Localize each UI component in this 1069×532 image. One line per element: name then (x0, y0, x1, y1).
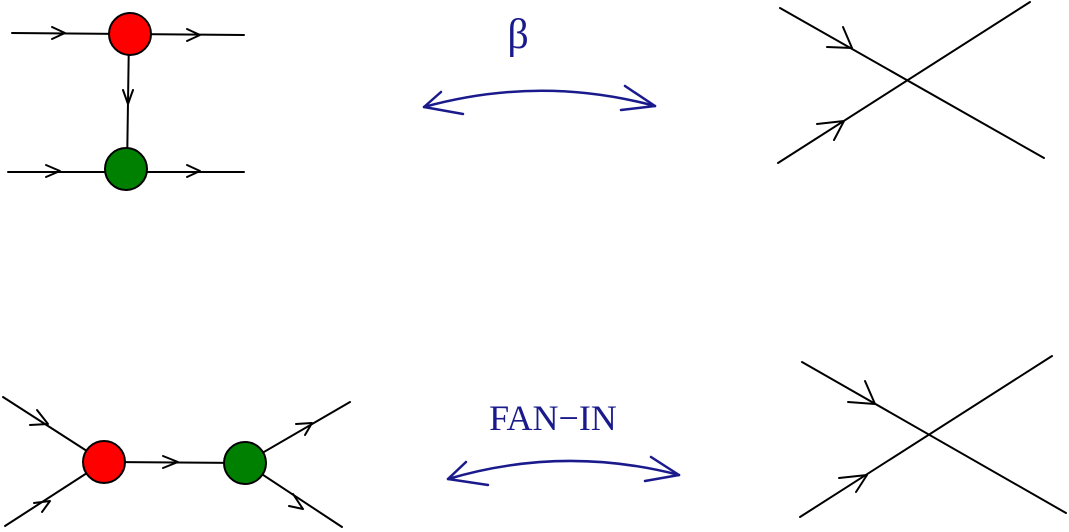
arrow-icon (816, 120, 845, 141)
arrow-icon (826, 26, 853, 49)
green-vertex (223, 441, 267, 485)
fanin-label: FAN−IN (489, 398, 617, 438)
arrow-icon (847, 380, 876, 405)
fanin-right-graph (799, 355, 1067, 518)
arrow-icon (186, 164, 201, 178)
arrow-icon (33, 500, 51, 513)
arrow-icon (162, 455, 179, 469)
red-vertex (82, 440, 126, 484)
arrow-icon (29, 409, 49, 426)
beta-label: β (507, 12, 528, 58)
fanin-left-graph (2, 396, 351, 528)
arrow-icon (288, 493, 304, 510)
arrow-icon (122, 89, 134, 105)
arrow-icon (45, 164, 61, 178)
arrow-icon (51, 26, 66, 40)
beta-left-graph (7, 12, 245, 191)
red-vertex (108, 12, 152, 56)
arrow-icon (295, 422, 313, 436)
beta-relation: β (422, 12, 657, 116)
arrow-icon (186, 28, 201, 42)
fanin-relation: FAN−IN (446, 398, 681, 487)
arrow-icon (838, 474, 868, 493)
green-vertex (104, 147, 148, 191)
double-arrow-icon (422, 89, 657, 109)
double-arrow-icon (446, 459, 681, 481)
beta-right-graph (777, 1, 1045, 164)
